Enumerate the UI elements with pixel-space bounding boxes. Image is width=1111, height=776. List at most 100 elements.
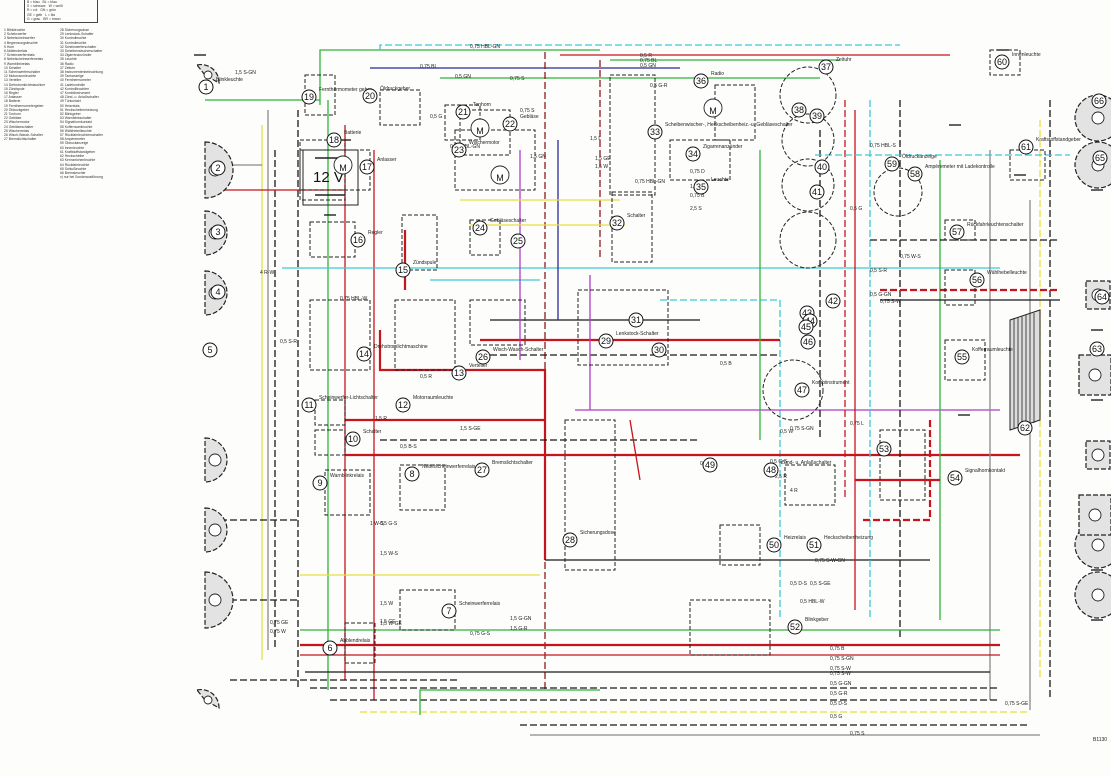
wire-label: 4 R-W [260,270,274,276]
legend-item: 3 Nebelscheinwerfer [4,36,35,41]
component-number-circle [210,224,226,240]
wire [660,299,781,620]
component-label: Wischermotor [469,140,500,146]
wire-label: 0,5 D-S [830,701,848,707]
component-number: 15 [398,265,408,275]
legend-item: 4 Begrenzungsleuchte [4,40,38,45]
component-25: 25 [510,233,526,249]
component-number: 12 [398,400,408,410]
component-label: Bremslichtschalter [492,460,533,466]
bulb-icon [1088,508,1102,522]
color-code: GE = gelb [27,12,43,17]
legend-item: 35 Leuchte [60,57,77,62]
component-label: Zeituhr [836,57,852,63]
wire-label: 0,75 G-S [470,631,491,637]
component-number: 59 [887,159,897,169]
component-2: 2 [210,160,226,176]
wire-label: 0,75 HBL-GN [635,179,665,185]
component-number: 33 [650,127,660,137]
component-41: 41 [809,184,825,200]
component-number: 29 [601,336,611,346]
motor-glyph: M [709,106,717,116]
component-number-circle [794,382,810,398]
component-label: Wählhebelleuchte [987,270,1027,276]
legend-item: 23 Wischermotor [4,120,30,125]
relay-6-box [344,622,376,664]
blower-box [459,109,511,156]
component-number: 20 [365,91,375,101]
component-30: 30 [651,342,667,358]
component-label: Tonhorn [473,102,491,108]
component-number-circle [809,108,825,124]
legend-item: 61 Kraftstoffstandgeber [60,149,96,154]
component-number-circle [693,73,709,89]
component-53: 53 [876,441,892,457]
bulb-icon [208,453,222,467]
legend-item: 17 Anlasser [4,95,22,100]
component-64: 64 [1094,289,1110,305]
component-number-circle [702,457,718,473]
component-number-circle [301,89,317,105]
component-label: Kombiinstrument [812,380,850,386]
component-number-circle [969,272,985,288]
component-label: Öldruckgeber [380,85,410,92]
legend-item: 34 Zigarrenanzünder [60,53,92,58]
wire-label: 1,5 S-GN [235,70,256,76]
legend-item: 11 Scheinwerferschalter [4,70,41,75]
wire-label: 0,75 S-W-GN [815,558,845,564]
wire-label: 0,5 G [430,114,442,120]
component-label: Heizrelais [784,535,806,541]
component-number-circle [1091,93,1107,109]
wire-label: 1,5 R [375,416,387,422]
legend-item: 31 Kontrolleuchte [60,40,87,45]
component-number-circle [326,132,342,148]
component-label: Rückfahrleuchtenschalter [967,222,1024,228]
switch-11-box [314,399,346,426]
component-number-circle [210,284,226,300]
wire [419,689,600,715]
component-label: Signalhornkontakt [965,468,1006,474]
color-code: G = grau [27,16,41,21]
component-number: 38 [794,105,804,115]
pressure-sender-box [379,89,421,126]
motor-icon [490,165,510,185]
component-number-circle [814,159,830,175]
wire-label: 2,5 R [775,474,787,480]
component-number: 25 [513,236,523,246]
component-number-circle [766,537,782,553]
component-number-circle [818,59,834,75]
component-number: 48 [766,465,776,475]
wire [379,44,900,50]
component-38: 38 [791,102,807,118]
component-label: Anlasser [377,157,397,163]
component-number-circle [395,397,411,413]
component-number-circle [1017,420,1033,436]
legend-item: 50 Heizrelais [60,103,80,108]
wire-label: 1,5 GE [595,156,611,162]
component-number: 9 [317,478,322,488]
component-number: 13 [454,368,464,378]
wire-label: 0,75 HBL-S [870,143,897,149]
wire-label: 0,5 G-S [380,521,398,527]
component-number-circle [806,537,822,553]
legend-item: 9 Warnblinkrelais [4,61,30,66]
legend-item: 1 Blinkleuchte [4,28,26,32]
legend-item: 38 Instrumentenbeleuchtung [60,70,103,75]
component-number: 35 [696,182,706,192]
alternator-box [309,299,371,371]
bulb-icon [208,593,222,607]
component-number-circle [502,116,518,132]
component-label: Abblendrelais [340,638,371,644]
wire-label: 1,5 L [590,136,601,142]
